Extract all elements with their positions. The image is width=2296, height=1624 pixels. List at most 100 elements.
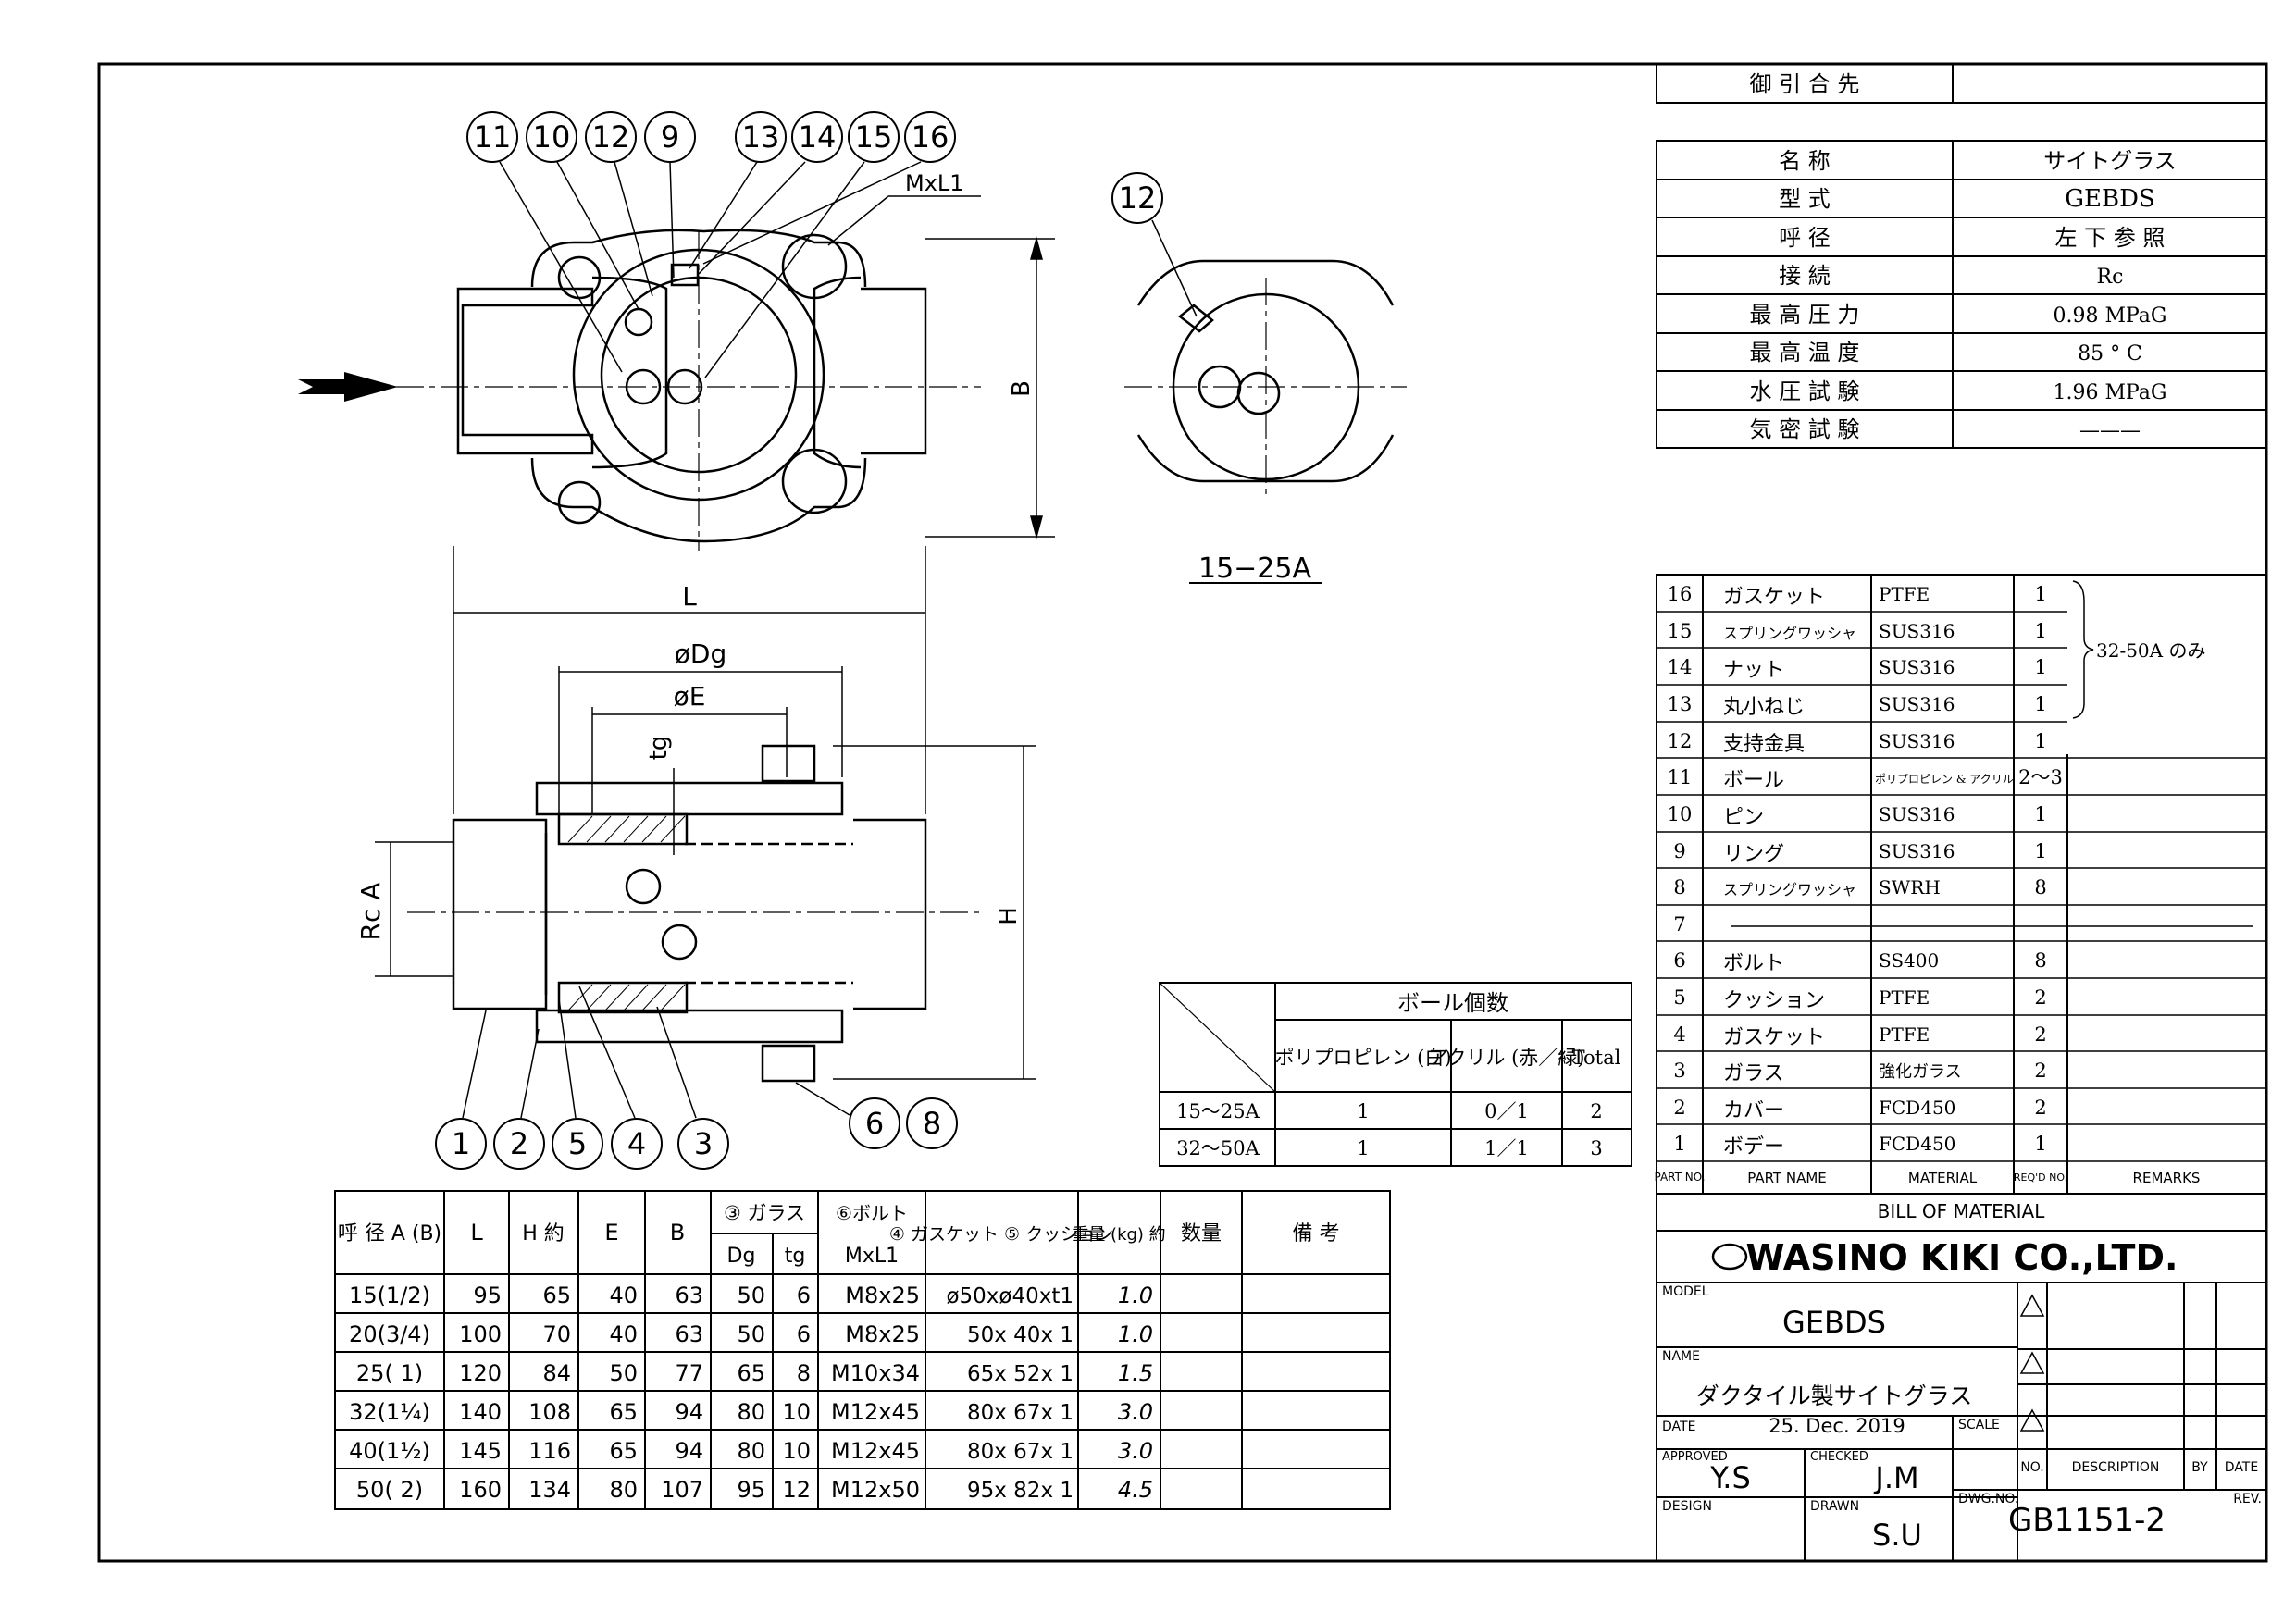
- dim-cell-l: 160: [459, 1477, 502, 1503]
- bom-qty: 8: [2034, 876, 2046, 899]
- dim-dg-label: øDg: [675, 638, 726, 669]
- top-balloons: 11 10 12 9 13 14 15 16: [466, 111, 956, 378]
- dim-header-h: H 約: [522, 1222, 565, 1246]
- bom-material: FCD450: [1879, 1133, 1955, 1155]
- dim-cell-e: 80: [609, 1477, 638, 1503]
- title-block: MODEL GEBDS NAME ダクタイル製サイトグラス DATE 25. D…: [1656, 1282, 2267, 1562]
- table-row: 32(1¼) 140 108 65 94 80 10 M12x45 80x 67…: [349, 1399, 1153, 1425]
- bom-no: 12: [1668, 730, 1693, 752]
- dim-header-qty: 数量: [1181, 1222, 1222, 1246]
- spec-value: 85 ° C: [2078, 342, 2142, 366]
- dim-header-weight: 重量 (kg) 約: [1072, 1225, 1165, 1245]
- bom-no: 15: [1668, 620, 1693, 642]
- bom-material: PTFE: [1879, 1023, 1930, 1046]
- dim-cell-gasket: 65x 52x 1: [967, 1362, 1074, 1386]
- dim-cell-size: 25( 1): [356, 1360, 423, 1386]
- dim-cell-h: 116: [528, 1438, 571, 1464]
- bom-qty: 1: [2034, 730, 2046, 752]
- bom-header-material: MATERIAL: [1908, 1170, 1978, 1186]
- bom-qty: 1: [2034, 840, 2046, 862]
- customer-box: 御 引 合 先: [1656, 63, 2267, 104]
- bom-material: SUS316: [1879, 803, 1955, 825]
- dim-cell-gasket: 80x 67x 1: [967, 1401, 1074, 1425]
- bom-material: ポリプロピレン & アクリル: [1875, 773, 2014, 786]
- flow-arrow-icon: [298, 372, 398, 402]
- dim-cell-weight: 1.0: [1118, 1283, 1153, 1308]
- ball-header-total: Total: [1572, 1047, 1621, 1069]
- approved-label: APPROVED: [1662, 1450, 1728, 1464]
- bom-no: 13: [1668, 693, 1693, 715]
- ball-row-size: 15〜25A: [1176, 1100, 1260, 1122]
- glass-hatch: [567, 815, 686, 1011]
- dim-cell-mxl1: M8x25: [845, 1283, 920, 1308]
- bom-qty: 1: [2034, 620, 2046, 642]
- dim-cell-e: 40: [609, 1283, 638, 1308]
- bom-name: ボルト: [1723, 952, 1784, 975]
- dim-cell-l: 120: [459, 1360, 502, 1386]
- spec-value: 1.96 MPaG: [2053, 381, 2166, 404]
- spec-value: ———: [2079, 419, 2141, 442]
- bom-material: SWRH: [1879, 876, 1941, 899]
- dim-cell-tg: 10: [782, 1399, 811, 1425]
- dim-cell-size: 40(1½): [349, 1438, 430, 1464]
- dim-cell-h: 84: [542, 1360, 571, 1386]
- dim-header-e: E: [604, 1220, 618, 1246]
- dim-cell-weight: 1.5: [1118, 1360, 1153, 1386]
- dwg-label: DWG.NO.: [1958, 1492, 2018, 1506]
- dim-e-label: øE: [674, 681, 706, 712]
- spec-value: Rc: [2097, 266, 2124, 289]
- dim-cell-b: 94: [675, 1438, 703, 1464]
- dim-cell-size: 32(1¼): [349, 1399, 430, 1425]
- dim-cell-e: 65: [609, 1438, 638, 1464]
- balloon-6: 6: [865, 1106, 884, 1141]
- dim-cell-tg: 10: [782, 1438, 811, 1464]
- table-row: 15(1/2) 95 65 40 63 50 6 M8x25 ø50xø40xt…: [349, 1283, 1153, 1308]
- bom-header-no: PART NO.: [1654, 1171, 1705, 1184]
- dim-cell-b: 63: [675, 1321, 703, 1347]
- balloon-side-label: 12: [1119, 180, 1157, 216]
- balloon-5: 5: [568, 1126, 587, 1161]
- bom-qty: 2: [2034, 1097, 2046, 1119]
- balloon-9: 9: [661, 119, 679, 155]
- dim-cell-weight: 3.0: [1118, 1438, 1153, 1464]
- dim-cell-gasket: ø50xø40xt1: [946, 1284, 1074, 1308]
- table-row: 40(1½) 145 116 65 94 80 10 M12x45 80x 67…: [349, 1438, 1153, 1464]
- balloon-11: 11: [474, 119, 512, 155]
- bom-name: ボール: [1723, 769, 1784, 792]
- bom-no: 2: [1673, 1097, 1685, 1119]
- dim-cell-dg: 50: [737, 1321, 765, 1347]
- balloon-13: 13: [742, 119, 780, 155]
- bom-qty: 1: [2034, 1133, 2046, 1155]
- bom-name: クッション: [1723, 989, 1825, 1012]
- dim-cell-tg: 6: [797, 1321, 811, 1347]
- bom-qty: 1: [2034, 583, 2046, 605]
- dim-cell-dg: 95: [737, 1477, 765, 1503]
- spec-label: 水 圧 試 験: [1750, 378, 1860, 404]
- dimension-table: 呼 径 A (B) L H 約 E B ③ ガラス Dg tg ⑥ボルト MxL…: [334, 1190, 1391, 1510]
- bom-no: 8: [1673, 876, 1685, 899]
- balloon-1: 1: [452, 1126, 470, 1161]
- dim-l-label: L: [682, 581, 697, 612]
- front-view: [352, 229, 981, 551]
- side-view-caption: 15−25A: [1198, 552, 1311, 585]
- dim-cell-l: 145: [459, 1438, 502, 1464]
- mxl1-leader: [827, 195, 889, 246]
- rev-col-description: DESCRIPTION: [2072, 1460, 2160, 1475]
- scale-label: SCALE: [1958, 1418, 2000, 1432]
- dim-header-dg: Dg: [727, 1245, 756, 1268]
- revision-triangle-icon: [2019, 1294, 2045, 1432]
- table-row: 50( 2) 160 134 80 107 95 12 M12x50 95x 8…: [356, 1477, 1153, 1503]
- dim-cell-tg: 6: [797, 1283, 811, 1308]
- dim-cell-h: 134: [528, 1477, 571, 1503]
- model-value: GEBDS: [1782, 1305, 1886, 1340]
- dim-cell-e: 65: [609, 1399, 638, 1425]
- bom-material: PTFE: [1879, 583, 1930, 605]
- dim-header-l: L: [470, 1220, 483, 1246]
- dim-header-mxl1: MxL1: [845, 1245, 899, 1268]
- dim-cell-gasket: 95x 82x 1: [967, 1479, 1074, 1503]
- spec-table: 名 称 サイトグラス 型 式 GEBDS 呼 径 左 下 参 照 接 続 Rc …: [1656, 140, 2267, 449]
- bom-name: ガラス: [1723, 1062, 1784, 1085]
- spec-label: 最 高 温 度: [1750, 340, 1860, 366]
- bom-material: PTFE: [1879, 986, 1930, 1009]
- rev-label: REV.: [2233, 1492, 2262, 1506]
